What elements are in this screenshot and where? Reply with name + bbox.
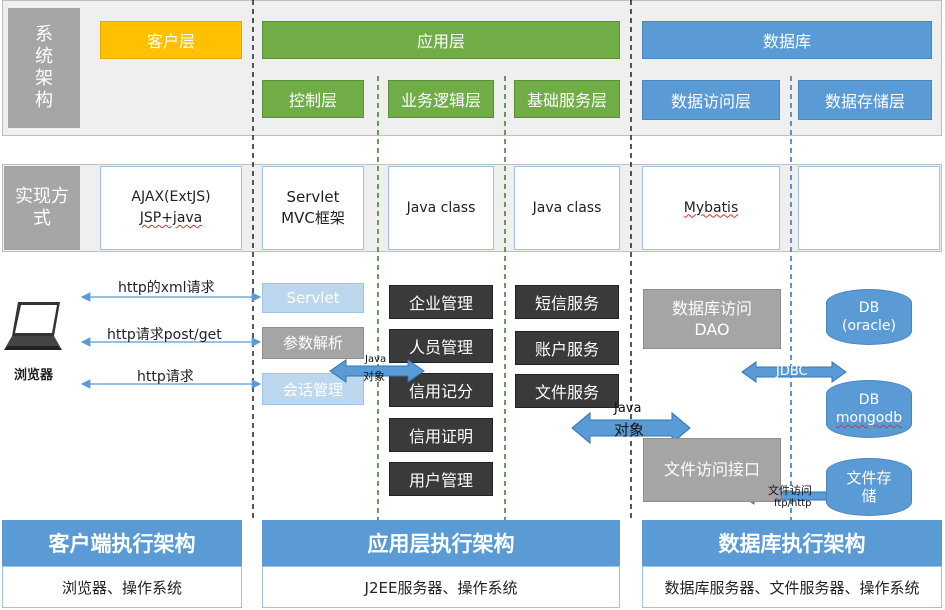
logic-item-user: 用户管理 (389, 462, 493, 496)
client-exec-title: 客户端执行架构 (2, 520, 242, 566)
db-exec-title: 数据库执行架构 (642, 520, 942, 566)
data-storage-layer-box: 数据存储层 (798, 80, 932, 120)
db-oracle-line1: DB (858, 300, 880, 316)
impl-base-cell: Java class (514, 166, 620, 250)
impl-client-line2: JSP+java (139, 210, 203, 226)
session-box: 会话管理 (262, 373, 364, 405)
implementation-side-label: 实现方 式 (4, 166, 80, 250)
java-object-small-label2: 对象 (363, 370, 385, 383)
java-object-big-label2: 对象 (614, 421, 645, 439)
request-http-label: http请求 (137, 369, 194, 385)
app-layer-box: 应用层 (262, 21, 620, 59)
file-access-interface-box: 文件访问接口 (643, 438, 781, 502)
db-mongodb-cylinder: DB mongodb (826, 380, 912, 438)
base-item-file: 文件服务 (515, 374, 619, 408)
app-exec-sub: J2EE服务器、操作系统 (262, 566, 620, 608)
base-item-sms: 短信服务 (515, 285, 619, 319)
impl-client-line1: AJAX(ExtJS) (131, 189, 211, 205)
base-service-layer-box: 基础服务层 (514, 80, 620, 118)
java-object-small-label1: Java (365, 354, 387, 365)
file-storage-cylinder: 文件存 储 (826, 458, 912, 516)
browser-label: 浏览器 (14, 368, 54, 383)
param-parse-box: 参数解析 (262, 327, 364, 359)
db-layer-box: 数据库 (642, 21, 932, 59)
logic-item-enterprise: 企业管理 (389, 285, 493, 319)
base-item-account: 账户服务 (515, 331, 619, 365)
client-layer-box: 客户层 (100, 21, 242, 59)
impl-client-cell: AJAX(ExtJS) JSP+java (100, 166, 242, 250)
file-storage-line2: 储 (861, 487, 877, 505)
servlet-box: Servlet (262, 283, 364, 313)
db-exec-sub: 数据库服务器、文件服务器、操作系统 (642, 566, 942, 608)
file-access-label2: ftp/http (774, 498, 812, 509)
data-access-layer-box: 数据访问层 (642, 80, 780, 120)
impl-control-cell: Servlet MVC框架 (262, 166, 364, 250)
db-oracle-cylinder: DB (oracle) (826, 289, 912, 345)
dao-box: 数据库访问 DAO (643, 289, 781, 349)
impl-control-line2: MVC框架 (281, 209, 345, 227)
dao-box-line2: DAO (694, 320, 730, 339)
db-oracle-line2: (oracle) (841, 318, 897, 334)
impl-logic-cell: Java class (388, 166, 494, 250)
jdbc-label: JDBC (776, 364, 808, 379)
logic-item-credit-cert: 信用证明 (389, 418, 493, 452)
impl-control-line1: Servlet (286, 188, 340, 206)
request-xml-label: http的xml请求 (118, 280, 215, 296)
logic-item-credit-score: 信用记分 (389, 373, 493, 407)
client-exec-sub: 浏览器、操作系统 (2, 566, 242, 608)
dao-box-line1: 数据库访问 (671, 299, 752, 318)
file-storage-line1: 文件存 (846, 469, 892, 487)
app-exec-title: 应用层执行架构 (262, 520, 620, 566)
laptop-icon (4, 300, 68, 362)
impl-dao-text: Mybatis (683, 199, 739, 216)
control-layer-box: 控制层 (262, 80, 364, 118)
logic-item-personnel: 人员管理 (389, 329, 493, 363)
db-mongodb-line2: mongodb (835, 410, 903, 426)
java-object-big-label1: Java (614, 401, 642, 416)
logic-layer-box: 业务逻辑层 (388, 80, 494, 118)
impl-dao-cell: Mybatis (642, 166, 780, 250)
impl-storage-cell (798, 166, 940, 250)
file-access-label1: 文件访问 (768, 484, 812, 497)
db-mongodb-line1: DB (858, 392, 880, 408)
architecture-side-label: 系 统 架 构 (8, 8, 80, 128)
request-postget-label: http请求post/get (107, 327, 222, 343)
